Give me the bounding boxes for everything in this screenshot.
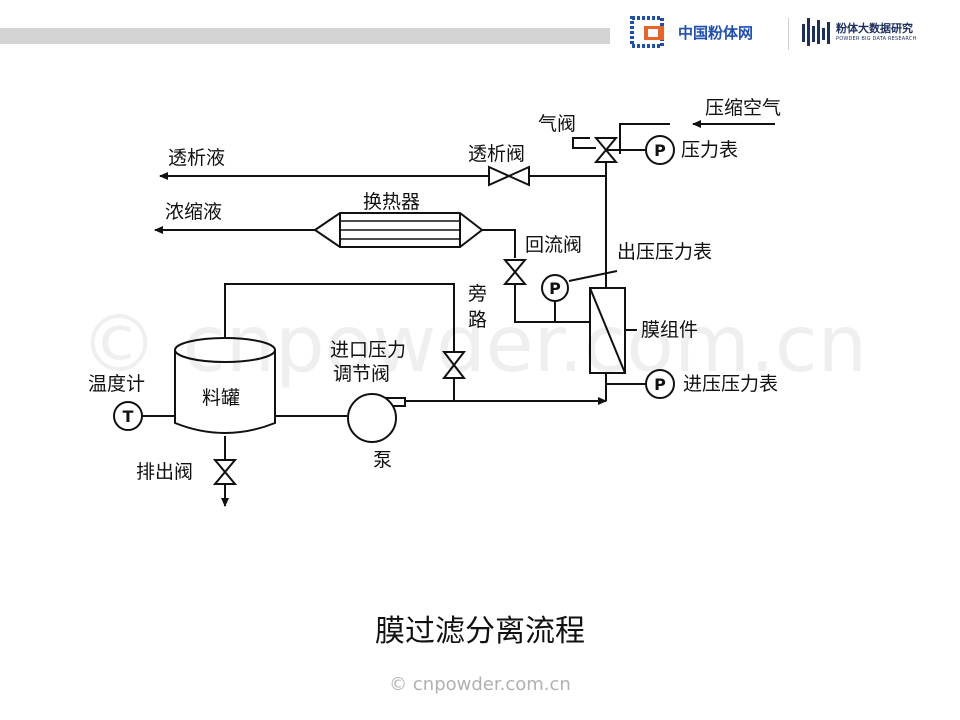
header-bar <box>0 28 610 44</box>
label-heat-exchanger: 换热器 <box>363 191 420 213</box>
label-inlet-gauge: 进压压力表 <box>683 373 778 395</box>
watermark: © cnpowder.com.cn <box>80 300 868 390</box>
label-air-valve: 气阀 <box>538 113 576 135</box>
label-concentrate: 浓缩液 <box>165 201 222 223</box>
return-valve-pipe <box>514 284 590 323</box>
big-data-logo[interactable]: 粉体大数据研究 POWDER BIG DATA RESEARCH <box>800 14 916 50</box>
cnpowder-logo[interactable]: 中国粉体网 <box>630 14 753 50</box>
label-dialysis-valve: 透析阀 <box>468 143 525 165</box>
outlet-gauge-leader <box>568 270 618 282</box>
label-drain-valve: 排出阀 <box>136 461 193 483</box>
cnpowder-logo-icon <box>630 16 664 48</box>
big-data-bars-icon <box>802 18 830 46</box>
air-supply-pipe <box>619 123 670 154</box>
membrane-filtration-diagram: P P P T 压缩空气 气阀 压力表 透析液 透析阀 浓缩液 换热器 回流阀 … <box>88 97 781 507</box>
air-valve-stem <box>572 137 596 149</box>
top-pressure-gauge <box>645 135 675 165</box>
label-compressed-air: 压缩空气 <box>705 97 781 119</box>
feed-tank <box>174 337 276 434</box>
air-valve <box>593 137 619 163</box>
label-pressure-gauge: 压力表 <box>681 139 738 161</box>
page-caption: 膜过滤分离流程 <box>375 614 585 649</box>
dialysis-valve <box>488 165 530 187</box>
label-inlet-valve-2: 调节阀 <box>333 363 390 385</box>
membrane-module <box>589 287 637 374</box>
label-dialysate: 透析液 <box>168 147 225 169</box>
label-pump: 泵 <box>373 449 392 471</box>
label-return-valve: 回流阀 <box>525 234 582 256</box>
inlet-pressure-gauge <box>645 369 675 399</box>
inlet-regulating-valve <box>441 351 467 379</box>
label-membrane: 膜组件 <box>641 319 698 341</box>
label-outlet-gauge: 出压压力表 <box>617 241 712 263</box>
label-thermometer: 温度计 <box>88 373 145 395</box>
outlet-gauge-symbol: P <box>549 279 561 298</box>
label-bypass-2: 路 <box>468 309 487 331</box>
thermometer-symbol: T <box>123 407 134 426</box>
return-valve <box>502 259 528 285</box>
label-bypass-1: 旁 <box>468 283 487 305</box>
outlet-pressure-gauge <box>541 274 569 302</box>
inlet-gauge-symbol: P <box>654 375 666 394</box>
label-tank: 料罐 <box>202 387 240 409</box>
logo-divider <box>788 18 789 50</box>
label-inlet-valve-1: 进口压力 <box>330 339 406 361</box>
drain-valve <box>212 459 238 485</box>
heat-exchanger <box>313 212 484 248</box>
pump <box>347 393 406 443</box>
big-data-logo-cn: 粉体大数据研究 <box>836 21 913 35</box>
thermometer-gauge <box>113 401 143 431</box>
cnpowder-logo-text: 中国粉体网 <box>678 23 754 42</box>
tank-return-pipe <box>224 283 455 352</box>
footer-copyright: © cnpowder.com.cn <box>389 674 571 695</box>
big-data-logo-en: POWDER BIG DATA RESEARCH <box>836 35 917 42</box>
top-gauge-symbol: P <box>654 141 666 160</box>
heat-exchanger-return-pipe <box>482 229 516 258</box>
